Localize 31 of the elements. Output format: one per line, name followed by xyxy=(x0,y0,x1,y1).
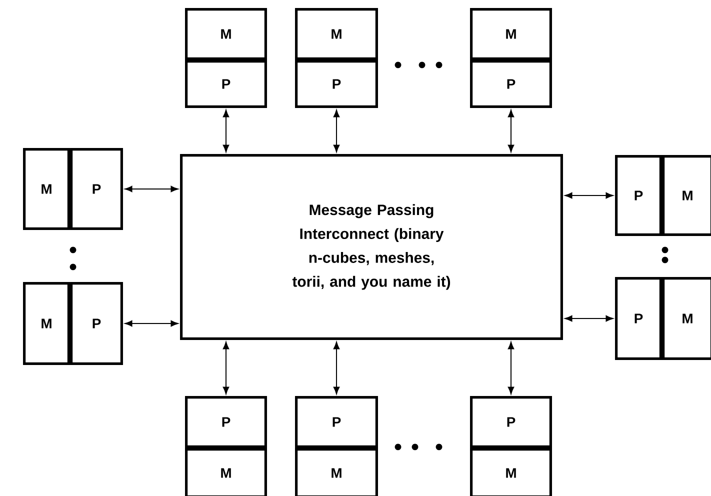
arrow xyxy=(333,110,340,152)
arrow xyxy=(564,315,614,322)
arrow xyxy=(124,186,178,192)
processor-cell: P xyxy=(295,60,378,108)
processor-cell: P xyxy=(470,396,552,448)
processor-cell: P xyxy=(70,148,123,230)
memory-cell: M xyxy=(295,8,378,60)
memory-cell: M xyxy=(185,448,267,496)
arrow xyxy=(508,110,514,152)
arrow xyxy=(124,320,178,327)
memory-cell: M xyxy=(23,282,70,365)
memory-cell: M xyxy=(470,8,552,60)
memory-cell: M xyxy=(470,448,552,496)
memory-cell: M xyxy=(662,277,711,360)
memory-cell: M xyxy=(23,148,70,230)
processor-cell: P xyxy=(470,60,552,108)
memory-cell: M xyxy=(662,155,711,236)
memory-cell: M xyxy=(295,448,378,496)
processor-cell: P xyxy=(615,277,662,360)
arrow xyxy=(333,342,340,394)
processor-cell: P xyxy=(295,396,378,448)
memory-cell: M xyxy=(185,8,267,60)
arrow xyxy=(508,342,514,394)
processor-cell: P xyxy=(615,155,662,236)
arrow xyxy=(222,342,230,394)
arrow xyxy=(222,110,230,152)
processor-cell: P xyxy=(70,282,123,365)
arrow xyxy=(564,192,614,199)
interconnect-box: Message Passing Interconnect (binary n-cubes, meshes, torii, and you name it) xyxy=(180,154,563,340)
processor-cell: P xyxy=(185,396,267,448)
processor-cell: P xyxy=(185,60,267,108)
